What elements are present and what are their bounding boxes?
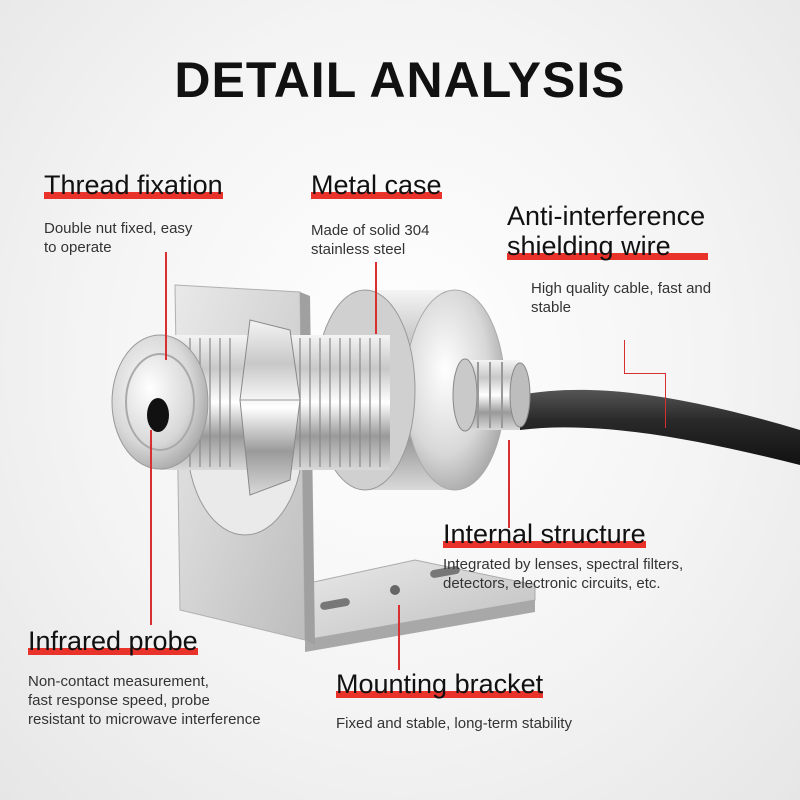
page-title: DETAIL ANALYSIS bbox=[174, 52, 626, 108]
infrared-probe-label: Infrared probe bbox=[28, 626, 198, 656]
leader-wire-v2 bbox=[665, 373, 666, 428]
leader-probe bbox=[150, 430, 152, 625]
cable bbox=[520, 389, 800, 465]
mounting-bracket-label: Mounting bracket bbox=[336, 669, 544, 699]
leader-wire-v1 bbox=[624, 340, 625, 374]
thread-fixation-desc: Double nut fixed, easy to operate bbox=[44, 220, 193, 256]
leader-bracket bbox=[398, 605, 400, 670]
leader-metal-case bbox=[375, 262, 377, 334]
shielding-wire-label: Anti-interference shielding wire bbox=[507, 201, 709, 261]
metal-case-label: Metal case bbox=[311, 170, 442, 200]
leader-internal bbox=[508, 440, 510, 528]
infrared-probe-desc: Non-contact measurement, fast response s… bbox=[28, 673, 261, 728]
hex-nut bbox=[239, 319, 301, 496]
shielding-wire-desc: High quality cable, fast and stable bbox=[531, 280, 712, 316]
thread-fixation-label: Thread fixation bbox=[44, 170, 223, 200]
internal-structure-label: Internal structure bbox=[443, 519, 646, 549]
metal-case-desc: Made of solid 304 stainless steel bbox=[311, 222, 430, 258]
mounting-bracket-desc: Fixed and stable, long-term stability bbox=[336, 715, 572, 732]
internal-structure-desc: Integrated by lenses, spectral filters, … bbox=[443, 556, 684, 592]
leader-wire-h bbox=[624, 373, 666, 374]
leader-thread bbox=[165, 252, 167, 360]
probe-lens bbox=[147, 398, 169, 432]
